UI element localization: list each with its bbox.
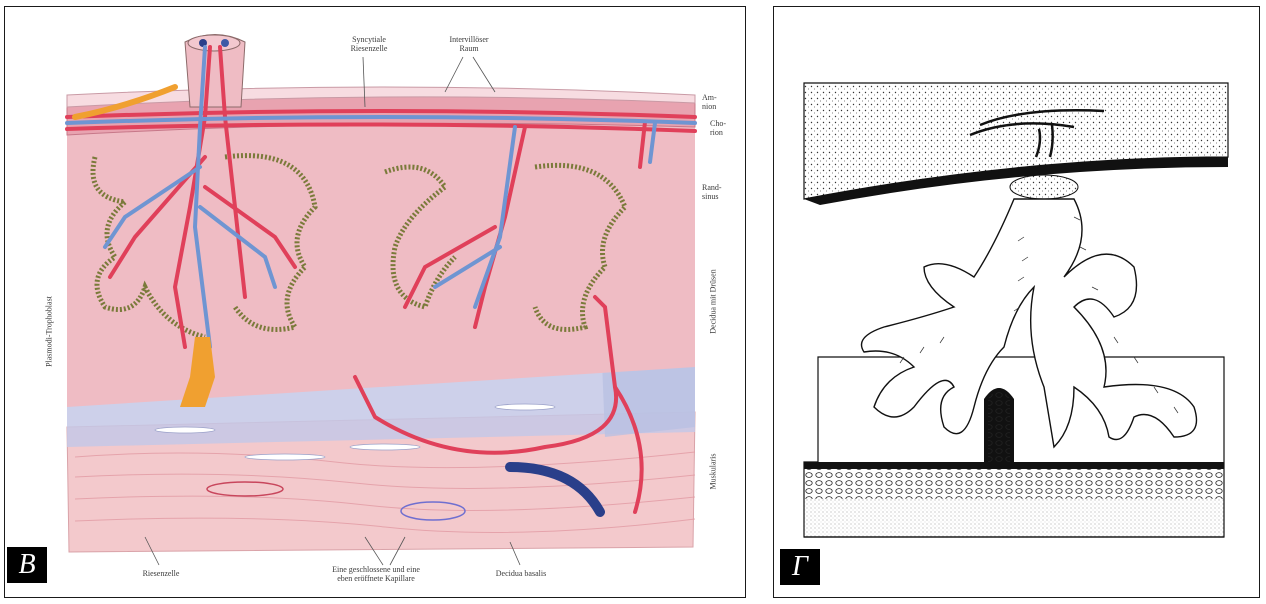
label-trophoblast: Plasmodi-Trophoblast — [45, 272, 54, 392]
label-decidua-basalis: Decidua basalis — [483, 569, 559, 578]
villus-schematic — [774, 7, 1260, 598]
label-decidua-deep: Decidua mit Drüsen — [709, 252, 718, 352]
panel-letter-g: Г — [780, 549, 820, 585]
label-chorion: Cho- rion — [710, 119, 742, 137]
label-capillaries: Eine geschlossene und eine eben eröffnet… — [301, 565, 451, 583]
panel-g-schematic: Г — [773, 6, 1260, 598]
label-intervillous-space: Intervillöser Raum — [433, 35, 505, 53]
label-amnion: Am- nion — [702, 93, 742, 111]
label-syncytial-giant-cell: Syncytiale Riesenzelle — [329, 35, 409, 53]
histology-illustration — [5, 7, 746, 598]
label-randsinus: Rand- sinus — [702, 183, 742, 201]
label-giant-cell: Riesenzelle — [131, 569, 191, 578]
label-muscularis: Muskularis — [709, 442, 718, 502]
panel-v-histology: Syncytiale Riesenzelle Intervillöser Rau… — [4, 6, 746, 598]
panel-letter-v: В — [7, 547, 47, 583]
